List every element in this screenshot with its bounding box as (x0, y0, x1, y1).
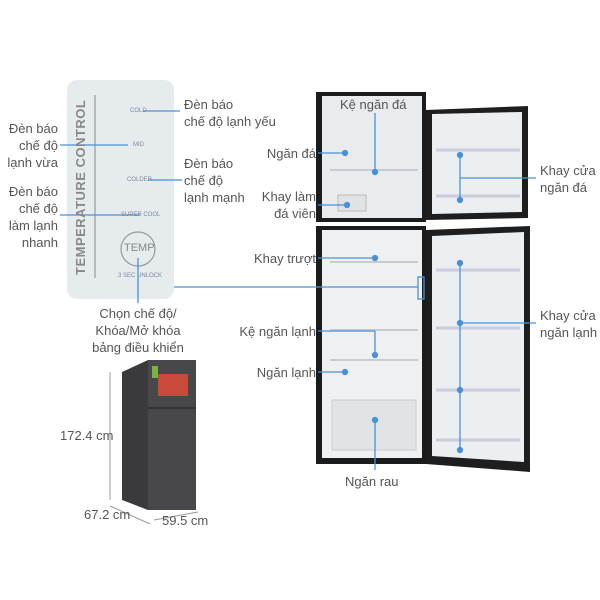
label-fridge-shelf: Kệ ngăn lạnh (239, 324, 316, 339)
label-vegetable: Ngăn rau (345, 474, 399, 489)
control-panel (67, 80, 174, 299)
colder-indicator: COLDER (127, 177, 153, 183)
label-slide-tray: Khay trượt (253, 251, 316, 266)
label-freezer-shelf: Kệ ngăn đá (340, 97, 407, 112)
label-freezer: Ngăn đá (266, 146, 316, 161)
super-cool-indicator: SUPER COOL (121, 212, 161, 218)
cold-indicator: COLD (130, 108, 147, 114)
dimension-depth: 67.2 cm (84, 507, 131, 522)
mid-indicator: MID (133, 142, 144, 148)
dimension-height: 172.4 cm (60, 428, 114, 443)
label-fridge: Ngăn lạnh (256, 365, 316, 380)
panel-title: TEMPERATURE CONTROL (73, 99, 88, 275)
fridge-thumbnail (109, 360, 199, 525)
open-fridge (316, 92, 530, 472)
dimension-width: 59.5 cm (162, 513, 209, 528)
unlock-label: 3 SEC UNLOCK (118, 273, 163, 279)
temp-button-label: TEMP (124, 242, 155, 254)
callout-lines (60, 110, 536, 470)
